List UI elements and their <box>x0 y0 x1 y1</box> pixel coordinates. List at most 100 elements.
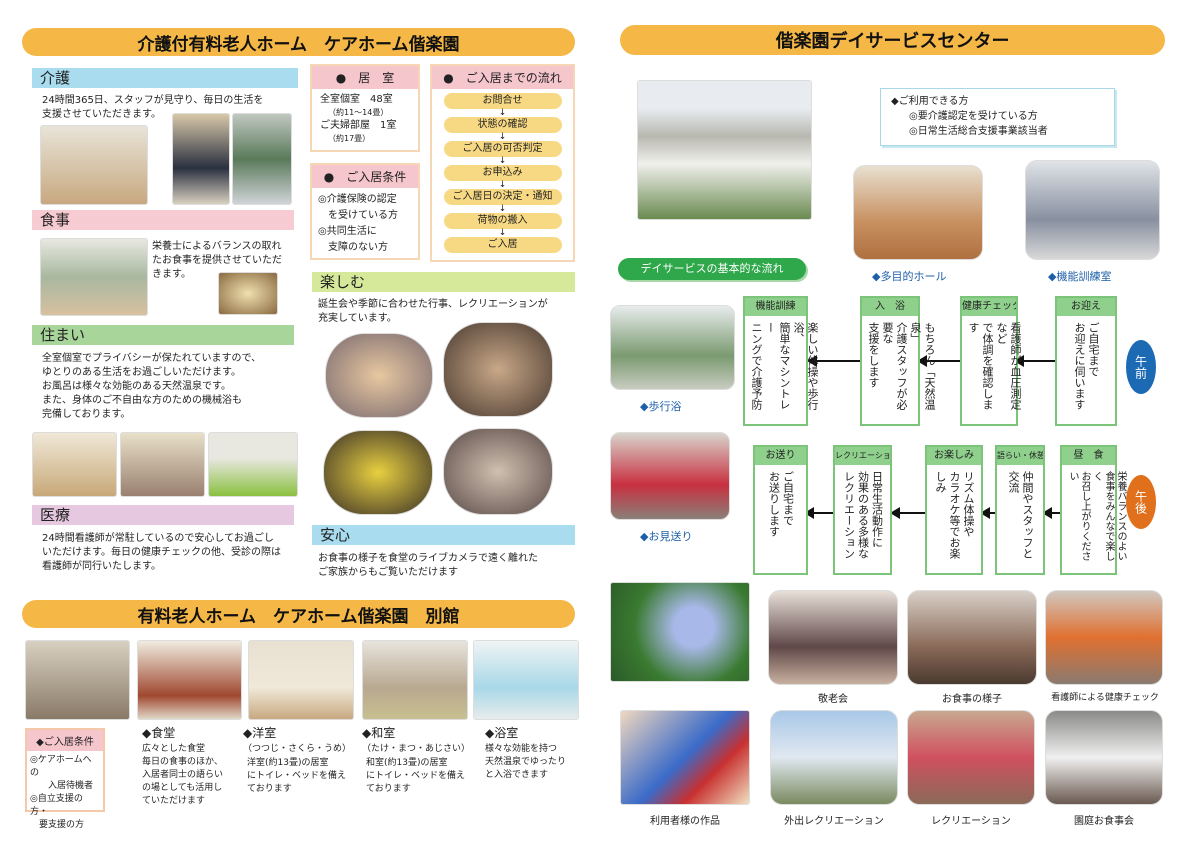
annex-room-text: 広々とした食堂 毎日の食事のほか、 入居者同士の語らい の場としても活用し てい… <box>142 744 224 806</box>
eligibility-item: ◎日常生活総合支援事業該当者 <box>909 126 1048 137</box>
step-text: リズム体操や カラオケ等でお楽しみ <box>934 471 975 559</box>
rooms-box: ● 居 室 全室個室 48室 （約11〜14畳） ご夫婦部屋 1室 （約17畳） <box>310 64 420 152</box>
annex-room-title: ◆洋室 <box>243 726 277 740</box>
annex-room-dining: ◆食堂 広々とした食堂 毎日の食事のほか、 入居者同士の語らい の場としても活用… <box>142 724 223 808</box>
conditions-text: ◎介護保険の認定 を受けている方 ◎共同生活に 支障のない方 <box>318 194 398 253</box>
photo-artwork <box>620 710 750 805</box>
step-text: 栄養バランスのよい 食事をみんなで楽しく お召し上がりください <box>1067 471 1126 561</box>
pm-step-fun: お楽しみリズム体操や カラオケ等でお楽しみ <box>925 445 983 575</box>
arrow-down-icon: ↓ <box>498 108 507 118</box>
arrow-left-icon <box>890 507 925 519</box>
photo-training-room <box>1025 160 1160 260</box>
section-enjoy-heading: 楽しむ <box>312 272 575 292</box>
step-title: お迎え <box>1057 298 1115 316</box>
annex-room-japanese: ◆和室 （たけ・まつ・あじさい） 和室(約13畳)の居室 にトイレ・ベッドを備え… <box>362 724 470 796</box>
annex-conditions-box: ◆ご入居条件 ◎ケアホームへの 入居待機者 ◎自立支援の方・ 要支援の方 <box>25 728 105 830</box>
gallery-caption: 利用者様の作品 <box>650 816 720 827</box>
gallery-caption: 園庭お食事会 <box>1074 816 1134 827</box>
step-text: 看護師が血圧測定など で体調を確認します <box>967 322 1022 410</box>
caption-training: ◆機能訓練室 <box>1048 270 1112 283</box>
pm-step-lunch: 昼 食栄養バランスのよい 食事をみんなで楽しく お召し上がりください <box>1060 445 1126 575</box>
step-title: レクリエーション <box>835 447 890 465</box>
arrow-down-icon: ↓ <box>498 156 507 166</box>
pm-label: 午後 <box>1126 475 1156 529</box>
annex-room-subtitle: （たけ・まつ・あじさい） <box>362 744 471 754</box>
gallery-caption: 敬老会 <box>818 694 848 705</box>
step-title: 入 浴 <box>862 298 918 316</box>
step-text: ご自宅まで お送りします <box>767 471 795 537</box>
gallery-caption: レクリエーション <box>931 816 1011 827</box>
step-text: 日常生活動作に 効果のある多様な レクリエーション <box>842 471 884 559</box>
photo-recreation <box>907 710 1035 805</box>
step-title: 健康チェック <box>962 298 1016 316</box>
arrow-left-icon <box>1014 355 1055 367</box>
photo-send-off <box>610 432 730 520</box>
caption-hall: ◆多目的ホール <box>872 270 947 283</box>
pm-step-recreation: レクリエーション日常生活動作に 効果のある多様な レクリエーション <box>833 445 892 575</box>
gallery-caption: 看護師による健康チェック <box>1051 693 1159 703</box>
photo-respect-aged <box>768 590 898 685</box>
am-step-bath: 入 浴もちろん「天然温泉」 介護スタッフが必要な 支援をします <box>860 296 936 426</box>
photo-meal-tray <box>218 272 278 315</box>
step-title: お送り <box>755 447 806 465</box>
day-service-title: 偕楽園デイサービスセンター <box>620 25 1165 55</box>
arrow-left-icon <box>980 507 995 519</box>
flow-step: ご入居日の決定・通知 <box>443 189 562 205</box>
photo-event-1 <box>325 333 433 418</box>
photo-walking-bath <box>610 305 735 390</box>
am-step-pickup: お迎えご自宅まで お迎えに伺います <box>1055 296 1117 426</box>
section-living-heading: 住まい <box>32 325 294 345</box>
arrow-down-icon: ↓ <box>498 180 507 190</box>
rooms-single-note: （約11〜14畳） <box>328 108 389 117</box>
eligibility-heading: ◆ご利用できる方 <box>891 96 969 107</box>
step-title: お楽しみ <box>927 447 981 465</box>
rooms-couple: ご夫婦部屋 1室 <box>320 120 397 131</box>
section-care-heading: 介護 <box>32 68 298 88</box>
rooms-couple-note: （約17畳） <box>328 134 371 143</box>
photo-dining <box>40 238 148 316</box>
annex-room-title: ◆食堂 <box>142 726 176 740</box>
conditions-heading: ● ご入居条件 <box>312 165 418 188</box>
photo-garden-meal <box>1045 710 1163 805</box>
step-text: 仲間やスタッフと交流 <box>1007 471 1034 559</box>
eligibility-item: ◎要介護認定を受けている方 <box>909 111 1038 122</box>
step-title: 機能訓練 <box>745 298 806 316</box>
annex-room-title: ◆浴室 <box>485 726 519 740</box>
flow-step: 状態の確認 <box>443 117 562 133</box>
flow-step: ご入居の可否判定 <box>443 141 562 157</box>
photo-event-2 <box>443 322 553 417</box>
move-in-flow-box: ● ご入居までの流れ お問合せ↓ 状態の確認↓ ご入居の可否判定↓ お申込み↓ … <box>430 64 575 262</box>
rooms-heading: ● 居 室 <box>312 66 418 89</box>
photo-hydrangea <box>610 582 750 682</box>
step-text: もちろん「天然温泉」 介護スタッフが必要な 支援をします <box>867 322 936 410</box>
section-meal-text: 栄養士によるバランスの取れ たお食事を提供させていただ きます。 <box>152 241 282 280</box>
photo-annex-bath <box>473 640 579 720</box>
section-enjoy-text: 誕生会や季節に合わせた行事、レクリエーションが 充実しています。 <box>318 299 548 324</box>
arrow-left-icon <box>917 355 960 367</box>
section-safety-text: お食事の様子を食堂のライブカメラで遠く離れた ご家族からもご覧いただけます <box>318 553 538 578</box>
annex-room-bath: ◆浴室 様々な効能を持つ 天然温泉でゆったり と入浴できます <box>485 724 566 782</box>
rooms-single: 全室個室 48室 <box>320 94 393 105</box>
caption-walking-bath: ◆歩行浴 <box>640 400 682 413</box>
photo-building <box>637 80 812 220</box>
annex-room-title: ◆和室 <box>362 726 396 740</box>
section-medical-heading: 医療 <box>32 505 294 525</box>
flow-title-badge: デイサービスの基本的な流れ <box>618 258 806 280</box>
photo-annex-dining <box>137 640 242 720</box>
photo-event-4 <box>443 428 553 515</box>
arrow-down-icon: ↓ <box>498 204 507 214</box>
flow-step: お申込み <box>443 165 562 181</box>
eligibility-box: ◆ご利用できる方 ◎要介護認定を受けている方 ◎日常生活総合支援事業該当者 <box>880 88 1115 146</box>
pm-step-send-off: お送りご自宅まで お送りします <box>753 445 808 575</box>
annex-room-text: 和室(約13畳)の居室 にトイレ・ベッドを備え ております <box>366 758 466 794</box>
pm-step-rest: 語らい・休憩仲間やスタッフと交流 <box>995 445 1045 575</box>
am-step-training: 機能訓練楽しい体操や歩行浴、 簡単なマシントレー ニングで介護予防 <box>743 296 819 426</box>
arrow-left-icon <box>804 507 833 519</box>
gallery-caption: お食事の様子 <box>942 694 1002 705</box>
section-meal-heading: 食事 <box>32 210 294 230</box>
conditions-box: ● ご入居条件 ◎介護保険の認定 を受けている方 ◎共同生活に 支障のない方 <box>310 163 420 260</box>
photo-care-room <box>40 125 148 205</box>
photo-machine-bath <box>208 432 298 497</box>
caption-send-off: ◆お見送り <box>640 530 693 543</box>
flow-step: 荷物の搬入 <box>443 213 562 229</box>
